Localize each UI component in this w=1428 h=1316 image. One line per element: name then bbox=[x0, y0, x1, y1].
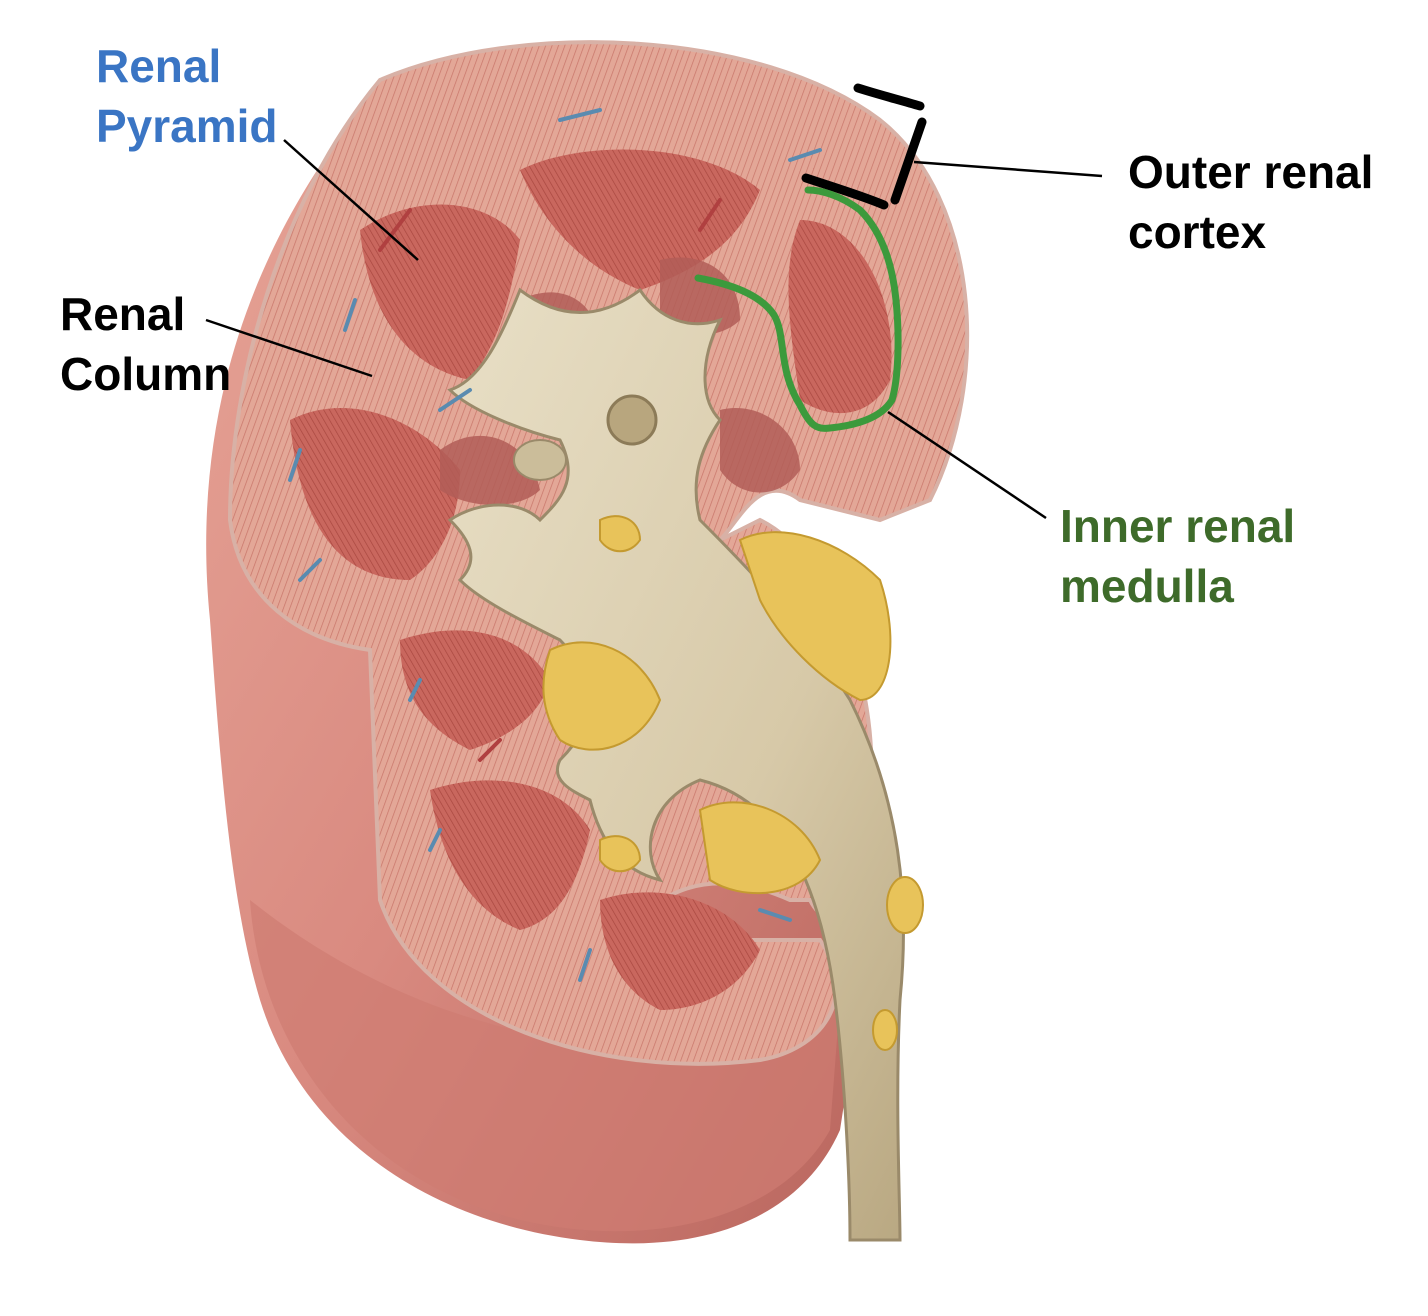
cortex-bracket bbox=[801, 83, 927, 210]
renal-column-label-line1: Renal bbox=[60, 288, 186, 340]
renal-column-label: Renal Column bbox=[60, 284, 231, 404]
renal-pyramid-label: Renal Pyramid bbox=[96, 36, 278, 156]
inner-renal-medulla-label: Inner renal medulla bbox=[1060, 496, 1295, 616]
leader-inner-medulla bbox=[887, 410, 1047, 520]
medulla-outline bbox=[694, 186, 902, 432]
interlobar-vessels bbox=[288, 108, 822, 982]
outer-renal-cortex-label: Outer renal cortex bbox=[1128, 142, 1373, 262]
renal-column-label-line2: Column bbox=[60, 348, 232, 400]
outer-renal-cortex-label-line2: cortex bbox=[1128, 206, 1267, 258]
outer-renal-cortex-label-line1: Outer renal bbox=[1128, 146, 1374, 198]
pelvis-opening bbox=[606, 394, 658, 446]
fat-deposits bbox=[542, 515, 924, 1051]
inner-renal-medulla-label-line1: Inner renal bbox=[1060, 500, 1296, 552]
leader-lines bbox=[205, 139, 1103, 520]
leader-renal-column bbox=[205, 318, 373, 378]
leader-outer-cortex bbox=[913, 160, 1103, 178]
renal-pyramid-label-line1: Renal bbox=[96, 40, 222, 92]
inner-renal-medulla-label-line2: medulla bbox=[1060, 560, 1234, 612]
renal-pyramid-label-line2: Pyramid bbox=[96, 100, 278, 152]
kidney-lower-lobe bbox=[250, 900, 840, 1232]
leader-renal-pyramid bbox=[283, 139, 419, 261]
renal-pyramids bbox=[290, 149, 892, 1010]
